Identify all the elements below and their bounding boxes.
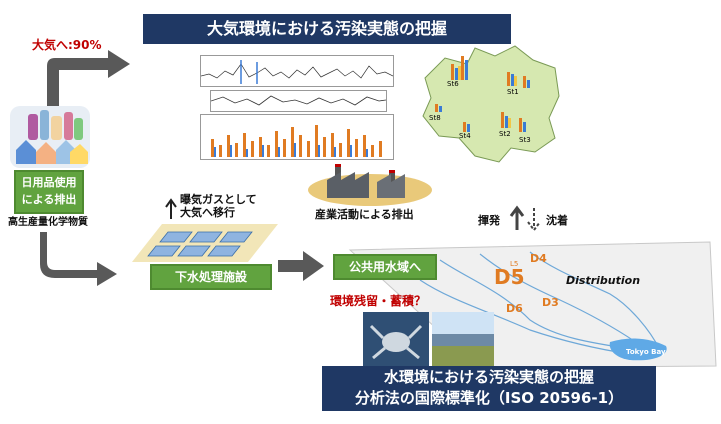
volatilize-label: 揮発: [478, 214, 500, 227]
arrow-aeration: [165, 198, 177, 219]
sewage-plant-image: [132, 224, 278, 262]
river-distribution-map: Tokyo Bay D4 L5 D5 D6 D3 Distribution: [348, 241, 717, 369]
daily-use-line2: による排出: [21, 193, 77, 206]
map-site-label-2: St1: [507, 88, 519, 96]
water-title-line1: 水環境における汚染実態の把握: [383, 368, 594, 386]
public-water-box: 公共用水域へ: [333, 254, 437, 280]
arrow-volatilize: [509, 205, 525, 230]
aeration-label: 曝気ガスとして 大気へ移行: [180, 193, 257, 219]
tokyo-bay-label: Tokyo Bay: [626, 348, 666, 356]
aeration-line1: 曝気ガスとして: [180, 193, 257, 206]
air-title-banner: 大気環境における汚染実態の把握: [143, 14, 511, 44]
map-site-label-3: St8: [429, 114, 441, 122]
arrow-to-sewage: [40, 232, 117, 286]
river-photo: [432, 312, 494, 366]
map-site-label-5: St2: [499, 130, 511, 138]
air-title-text: 大気環境における汚染実態の把握: [206, 19, 447, 38]
map-site-label-1: St6: [447, 80, 459, 88]
river-site-l5: L5: [510, 260, 518, 268]
arrow-deposition: [527, 208, 541, 232]
daily-use-line1: 日用品使用: [21, 176, 77, 189]
sewage-plant-box: 下水処理施設: [150, 264, 272, 290]
air-release-label: 大気へ:90%: [32, 38, 102, 52]
air-concentration-chart-3: [200, 114, 394, 160]
hpv-chemicals-label: 高生産量化学物質: [8, 217, 88, 228]
arrow-to-water: [278, 251, 324, 281]
air-concentration-chart-2: [210, 90, 387, 112]
prefecture-map: St6 St1 St8 St4 St2 St3: [422, 45, 560, 163]
factory-image: [308, 164, 432, 206]
river-site-d6: D6: [506, 302, 523, 315]
water-title-banner: 水環境における汚染実態の把握 分析法の国際標準化（ISO 20596-1）: [322, 366, 656, 411]
air-concentration-chart-1: [200, 55, 394, 87]
water-title-line2: 分析法の国際標準化（ISO 20596-1）: [354, 389, 624, 407]
river-site-d4: D4: [530, 252, 547, 265]
river-site-d3: D3: [542, 296, 559, 309]
daily-use-box: 日用品使用 による排出: [14, 170, 84, 214]
aeration-line2: 大気へ移行: [180, 206, 235, 219]
distribution-label: Distribution: [566, 274, 640, 287]
river-site-d5: D5: [494, 265, 525, 289]
industrial-label: 産業活動による排出: [315, 208, 414, 221]
deposition-label: 沈着: [546, 214, 568, 227]
crab-photo: [363, 312, 429, 366]
household-products-image: [10, 106, 90, 168]
chart-2-lines: [210, 95, 387, 106]
residue-question-label: 環境残留・蓄積？: [330, 294, 427, 308]
arrow-to-air: [47, 50, 130, 112]
map-site-label-6: St3: [519, 136, 531, 144]
map-site-label-4: St4: [459, 132, 471, 140]
chart-3-bars: [211, 125, 382, 157]
chart-1-lines: [200, 60, 394, 84]
